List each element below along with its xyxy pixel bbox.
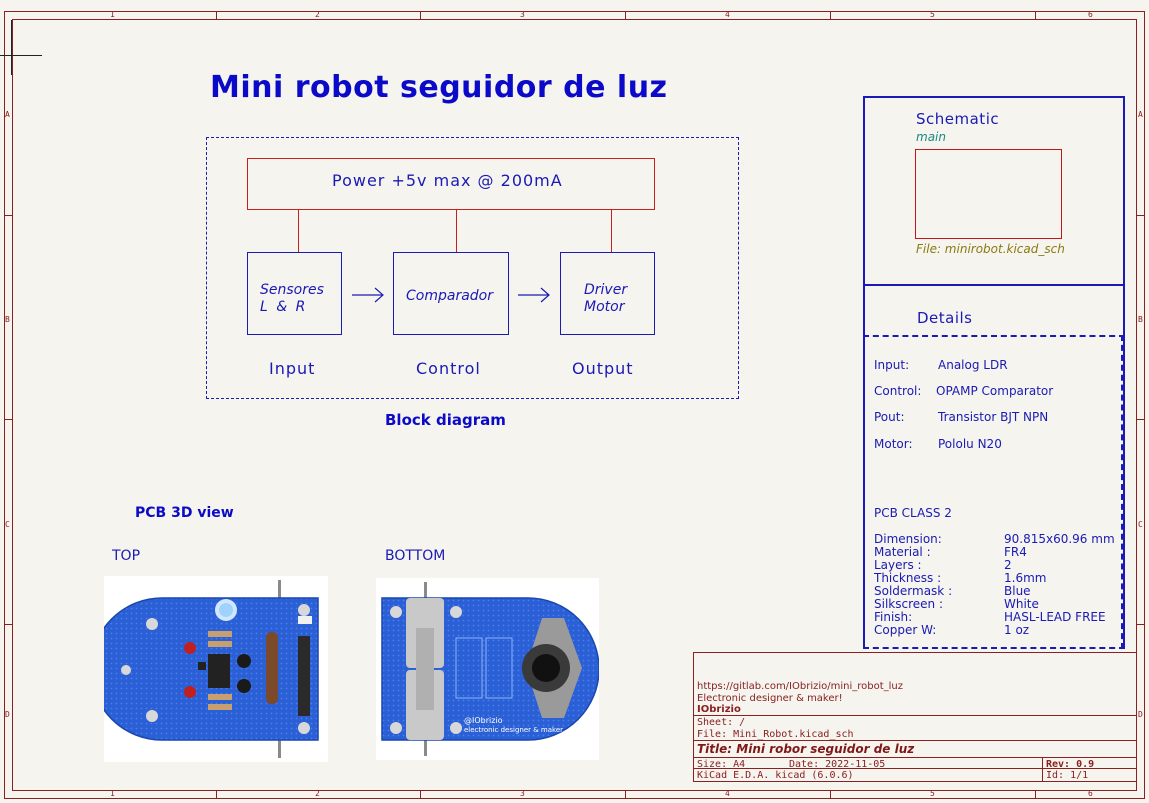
block-diagram-frame <box>206 137 739 399</box>
spec-copper-label: Copper W: <box>874 623 937 637</box>
block-driver-line1: Driver <box>584 282 628 298</box>
col-3-bottom: 3 <box>520 789 525 798</box>
title-block <box>693 652 1137 782</box>
block-sensores <box>247 252 342 335</box>
power-label: Power +5v max @ 200mA <box>332 171 563 190</box>
spec-soldermask-label: Soldermask : <box>874 584 953 598</box>
spec-silkscreen-value: White <box>1004 597 1039 611</box>
pcb-3d-heading: PCB 3D view <box>135 505 234 521</box>
row-c-left: C <box>5 520 10 529</box>
spec-silkscreen-label: Silkscreen : <box>874 597 943 611</box>
row-d-left: D <box>5 710 10 719</box>
panel-divider <box>863 284 1125 286</box>
tb-author: IObrizio <box>697 704 741 715</box>
col-1-top: 1 <box>110 10 115 19</box>
title-block-divider-1 <box>693 715 1137 716</box>
title-block-vdivider <box>1042 757 1043 782</box>
page-title: Mini robot seguidor de luz <box>210 70 668 105</box>
tb-sheet: Sheet: / <box>697 717 746 728</box>
tb-url: https://gitlab.com/IObrizio/mini_robot_l… <box>697 681 904 692</box>
details-pout-label: Pout: <box>874 410 905 424</box>
spec-soldermask-value: Blue <box>1004 584 1031 598</box>
schematic-title: Schematic <box>916 110 1000 128</box>
col-6-bottom: 6 <box>1088 789 1093 798</box>
power-box <box>247 158 655 210</box>
col-4-bottom: 4 <box>725 789 730 798</box>
title-block-divider-3 <box>693 757 1137 758</box>
inner-frame <box>12 19 1137 791</box>
pcb-class: PCB CLASS 2 <box>874 506 952 520</box>
col-2-bottom: 2 <box>315 789 320 798</box>
spec-material-value: FR4 <box>1004 545 1027 559</box>
spec-layers-label: Layers : <box>874 558 922 572</box>
details-control-value: OPAMP Comparator <box>936 384 1054 398</box>
tb-file: File: Mini_Robot.kicad_sch <box>697 729 854 740</box>
spec-copper-value: 1 oz <box>1004 623 1030 637</box>
col-5-top: 5 <box>930 10 935 19</box>
block-driver-line2: Motor <box>584 299 625 315</box>
schematic-sheet-box[interactable] <box>915 149 1062 239</box>
tb-date: Date: 2022-11-05 <box>789 759 886 770</box>
pcb-bottom-label: BOTTOM <box>385 548 446 564</box>
spec-thickness-value: 1.6mm <box>1004 571 1047 585</box>
block-driver <box>560 252 655 335</box>
pcb-bottom-image: @IObrizio electronic designer & maker <box>376 578 600 760</box>
pcb-bottom-silk-desc: electronic designer & maker <box>464 726 564 734</box>
pcb-top-label: TOP <box>112 548 141 564</box>
spec-finish-value: HASL-LEAD FREE <box>1004 610 1106 624</box>
title-block-divider-4 <box>693 768 1137 769</box>
details-input-label: Input: <box>874 358 910 372</box>
tb-id: Id: 1/1 <box>1046 770 1089 781</box>
block-sensores-line2: L & R <box>260 299 308 315</box>
spec-finish-label: Finish: <box>874 610 913 624</box>
schematic-sheet-name[interactable]: main <box>916 130 946 144</box>
row-a-left: A <box>5 110 10 119</box>
tb-rev: Rev: 0.9 <box>1046 759 1095 770</box>
row-a-right: A <box>1138 110 1143 119</box>
spec-dimension-label: Dimension: <box>874 532 942 546</box>
details-pout-value: Transistor BJT NPN <box>938 410 1049 424</box>
caption-control: Control <box>416 359 481 378</box>
pcb-bottom-silk-handle: @IObrizio <box>464 716 503 725</box>
title-block-divider-2 <box>693 740 1137 741</box>
col-2-top: 2 <box>315 10 320 19</box>
tb-size: Size: A4 <box>697 759 746 770</box>
spec-layers-value: 2 <box>1004 558 1012 572</box>
details-control-label: Control: <box>874 384 922 398</box>
outer-frame <box>4 11 1145 799</box>
col-4-top: 4 <box>725 10 730 19</box>
row-b-right: B <box>1138 315 1143 324</box>
details-dashed-divider <box>863 335 1125 337</box>
block-comparador-label: Comparador <box>406 288 493 304</box>
caption-input: Input <box>269 359 316 378</box>
details-input-value: Analog LDR <box>938 358 1008 372</box>
pcb-top-image <box>90 576 328 762</box>
spec-thickness-label: Thickness : <box>874 571 942 585</box>
row-d-right: D <box>1138 710 1143 719</box>
schematic-file: File: minirobot.kicad_sch <box>916 242 1065 256</box>
caption-output: Output <box>572 359 634 378</box>
spec-material-label: Material : <box>874 545 931 559</box>
row-b-left: B <box>5 315 10 324</box>
details-motor-label: Motor: <box>874 437 913 451</box>
arrow-right-icon <box>352 287 384 303</box>
arrow-right-icon <box>518 287 550 303</box>
row-c-right: C <box>1138 520 1143 529</box>
details-panel <box>863 96 1125 649</box>
tb-title: Title: Mini robor seguidor de luz <box>697 742 915 756</box>
spec-dimension-value: 90.815x60.96 mm <box>1004 532 1115 546</box>
col-5-bottom: 5 <box>930 789 935 798</box>
col-6-top: 6 <box>1088 10 1093 19</box>
tb-kicad: KiCad E.D.A. kicad (6.0.6) <box>697 770 854 781</box>
details-title: Details <box>917 309 973 327</box>
block-sensores-line1: Sensores <box>260 282 324 298</box>
tb-author-desc: Electronic designer & maker! <box>697 693 843 704</box>
col-1-bottom: 1 <box>110 789 115 798</box>
details-motor-value: Pololu N20 <box>938 437 1002 451</box>
col-3-top: 3 <box>520 10 525 19</box>
details-dashed-right <box>1121 335 1123 649</box>
block-comparador <box>393 252 509 335</box>
block-diagram-label: Block diagram <box>385 411 506 429</box>
